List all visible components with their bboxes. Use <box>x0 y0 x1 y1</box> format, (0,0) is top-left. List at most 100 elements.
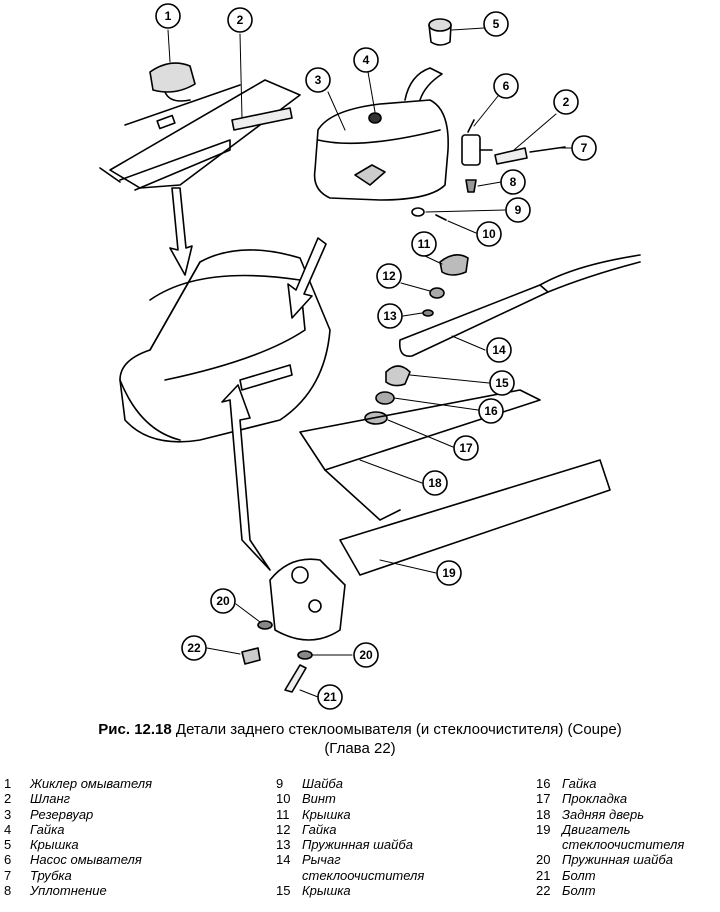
callout-21-label: 21 <box>323 690 337 704</box>
legend-label: Гайка <box>302 821 337 837</box>
legend-label: Гайка <box>30 821 65 837</box>
callout-18-label: 18 <box>428 476 442 490</box>
callout-12-label: 12 <box>382 269 396 283</box>
legend-number: 4 <box>4 821 12 837</box>
callout-3: 3 <box>305 67 331 93</box>
legend-item: 18 Задняя дверь <box>536 807 684 822</box>
washer-jet-1 <box>149 62 196 130</box>
legend-number: 6 <box>4 852 12 868</box>
hose-2-right <box>494 146 566 165</box>
cap-5 <box>428 18 452 46</box>
legend-label: Уплотнение <box>30 883 107 899</box>
tailgate-18 <box>299 389 541 521</box>
legend-label: Рычаг <box>302 852 341 868</box>
callout-20a: 20 <box>210 588 236 614</box>
callout-5: 5 <box>483 11 509 37</box>
legend-label: Пружинная шайба <box>302 837 413 853</box>
legend-label: Прокладка <box>562 791 628 807</box>
legend-item: 6 Насос омывателя <box>4 852 152 867</box>
leader-lines <box>167 27 572 698</box>
callout-13: 13 <box>377 303 403 329</box>
callout-2b: 2 <box>553 89 579 115</box>
callout-2a: 2 <box>227 7 253 33</box>
legend-number: 1 <box>4 776 12 791</box>
callout-18: 18 <box>422 470 448 496</box>
callout-8-label: 8 <box>510 175 517 189</box>
nut-12 <box>429 287 445 299</box>
legend-item: 3 Резервуар <box>4 807 152 822</box>
legend-number: 3 <box>4 806 12 822</box>
legend-label: Крышка <box>302 806 351 822</box>
legend-number: 14 <box>276 852 291 868</box>
callout-20b-label: 20 <box>359 648 373 662</box>
body-panel-top <box>99 79 301 191</box>
callout-10: 10 <box>476 221 502 247</box>
nut-16 <box>375 391 395 405</box>
callout-14-label: 14 <box>492 343 506 357</box>
callout-17: 17 <box>453 435 479 461</box>
callout-2b-label: 2 <box>563 95 570 109</box>
legend-label: Насос омывателя <box>30 852 142 868</box>
legend-item: 17 Прокладка <box>536 791 684 806</box>
callout-20a-label: 20 <box>216 594 230 608</box>
legend-label: стеклоочистителя <box>562 837 685 853</box>
callout-7: 7 <box>571 135 597 161</box>
legend-number: 13 <box>276 837 291 853</box>
legend-number: 9 <box>276 776 284 791</box>
cover-15 <box>385 365 411 387</box>
callout-5-label: 5 <box>493 17 500 31</box>
callout-11-label: 11 <box>418 237 431 251</box>
callout-22: 22 <box>181 635 207 661</box>
legend-label: Резервуар <box>30 806 94 822</box>
legend-number: 7 <box>4 867 12 883</box>
legend-number: 18 <box>536 806 551 822</box>
car-rear <box>119 249 331 443</box>
callout-9: 9 <box>505 197 531 223</box>
legend-number: 16 <box>536 776 551 791</box>
callout-10-label: 10 <box>482 227 496 241</box>
legend-number: 17 <box>536 791 551 807</box>
callout-14: 14 <box>486 337 512 363</box>
wiper-motor-19 <box>269 459 611 641</box>
callout-20b: 20 <box>353 642 379 668</box>
legend-label: Шланг <box>30 791 71 807</box>
callout-4: 4 <box>353 47 379 73</box>
exploded-diagram: 1 2 3 4 5 6 2 7 8 9 10 11 12 13 14 15 16… <box>99 3 641 710</box>
bolt-21 <box>284 664 307 693</box>
callout-6: 6 <box>493 73 519 99</box>
legend-number: 20 <box>536 852 551 868</box>
legend-label: Задняя дверь <box>562 806 645 822</box>
legend-item: 16 Гайка <box>536 776 684 791</box>
legend-number: 19 <box>536 821 551 837</box>
cover-11 <box>439 254 469 276</box>
legend-number: 21 <box>536 867 551 883</box>
callout-19: 19 <box>436 560 462 586</box>
diagram-svg: 1 2 3 4 5 6 2 7 8 9 10 11 12 13 14 15 16… <box>99 3 641 710</box>
legend-number: 2 <box>4 791 12 807</box>
callout-15: 15 <box>489 370 515 396</box>
callout-7-label: 7 <box>581 141 588 155</box>
legend-item: 4 Гайка <box>4 822 152 837</box>
callout-11: 11 <box>411 231 437 257</box>
callout-16: 16 <box>478 398 504 424</box>
legend-item: 13 Пружинная шайба <box>276 837 424 852</box>
guide-arrows <box>169 187 327 571</box>
legend-label: Гайка <box>562 776 597 791</box>
callout-19-label: 19 <box>442 566 456 580</box>
legend-number: 10 <box>276 791 291 807</box>
legend-number: 15 <box>276 883 291 899</box>
caption-line-1: Рис. 12.18 Детали заднего стеклоомывател… <box>20 720 700 739</box>
callout-2a-label: 2 <box>237 13 244 27</box>
wiper-arm-14 <box>398 254 641 357</box>
caption-lead: Рис. 12.18 <box>98 721 172 738</box>
bolt-22 <box>241 647 261 665</box>
